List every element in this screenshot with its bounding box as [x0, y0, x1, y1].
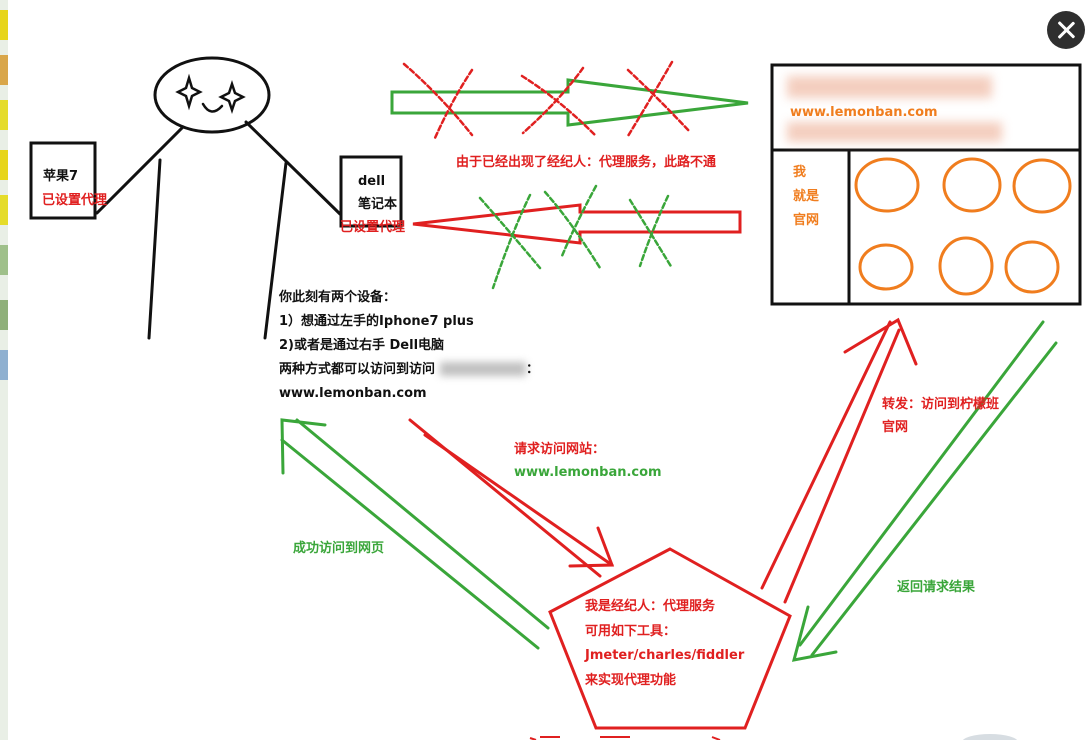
stick-figure-left-leg — [147, 158, 162, 340]
stick-figure-head — [153, 56, 271, 134]
stick-figure-mouth — [201, 102, 224, 113]
right-device-name-line1: dell — [358, 174, 386, 189]
right-device-name-line2: 笔记本 — [358, 197, 398, 212]
forward-label-line2: 官网 — [882, 420, 909, 435]
thumbnail[interactable] — [0, 55, 8, 85]
stick-figure — [95, 56, 342, 340]
left-device-status: 已设置代理 — [42, 193, 108, 208]
close-icon[interactable] — [1047, 11, 1085, 49]
request-arrow — [408, 418, 615, 578]
website-side-line3: 官网 — [793, 213, 820, 228]
proxy-line3: Jmeter/charles/fiddler — [585, 648, 745, 663]
thumbnail[interactable] — [0, 195, 8, 225]
red-cross-marks — [402, 60, 692, 140]
stick-figure-left-arm — [95, 125, 185, 215]
left-device-box — [29, 141, 97, 220]
green-cross-marks — [478, 184, 674, 290]
proxy-line1: 我是经纪人：代理服务 — [585, 599, 716, 614]
right-device-box — [339, 155, 403, 228]
thumbnail[interactable] — [0, 245, 8, 275]
request-label-line1: 请求访问网站： — [514, 442, 606, 457]
description-line4-suffix: ： — [526, 362, 540, 377]
blocked-note: 由于已经出现了经纪人：代理服务，此路不通 — [456, 155, 717, 170]
thumbnail[interactable] — [0, 10, 8, 40]
success-label: 成功访问到网页 — [293, 541, 385, 556]
return-label: 返回请求结果 — [897, 580, 976, 595]
thumbnail[interactable] — [0, 350, 8, 380]
proxy-line4: 来实现代理功能 — [585, 673, 677, 688]
left-device-name: 苹果7 — [43, 169, 79, 184]
website-side-line1: 我 — [793, 165, 807, 180]
return-arrow — [791, 320, 1058, 662]
website-box — [770, 63, 1082, 306]
thumbnail[interactable] — [0, 150, 8, 180]
website-url: www.lemonban.com — [790, 105, 938, 120]
right-device-status: 已设置代理 — [340, 220, 406, 235]
description-line2: 1）想通过左手的Iphone7 plus — [279, 314, 474, 329]
redacted-header — [787, 76, 992, 98]
proxy-pentagon — [548, 547, 792, 730]
thumbnail[interactable] — [0, 300, 8, 330]
stick-figure-left-eye — [175, 73, 203, 111]
bottom-partial-circle — [962, 734, 1018, 740]
success-arrow — [280, 418, 550, 650]
proxy-line2: 可用如下工具： — [585, 624, 677, 639]
stick-figure-right-eye — [218, 80, 246, 114]
stick-figure-right-leg — [263, 161, 288, 340]
description-line4-prefix: 两种方式都可以访问到访问 — [279, 362, 436, 377]
thumbnail-strip[interactable] — [0, 0, 8, 740]
redacted-footer — [787, 122, 1002, 142]
request-label-line2: www.lemonban.com — [514, 465, 662, 480]
description-line5: www.lemonban.com — [279, 386, 427, 401]
thumbnail[interactable] — [0, 100, 8, 130]
description-line1: 你此刻有两个设备： — [279, 290, 397, 305]
description-line3: 2)或者是通过右手 Dell电脑 — [279, 338, 445, 353]
blocked-red-arrow — [412, 203, 742, 245]
stick-figure-right-arm — [244, 120, 342, 216]
forward-arrow — [760, 317, 918, 604]
website-side-line2: 就是 — [793, 189, 820, 204]
redacted-site-name — [440, 362, 526, 376]
website-circles — [854, 157, 1072, 296]
blocked-green-arrow — [390, 78, 749, 127]
forward-label-line1: 转发：访问到柠檬班 — [882, 397, 1000, 412]
